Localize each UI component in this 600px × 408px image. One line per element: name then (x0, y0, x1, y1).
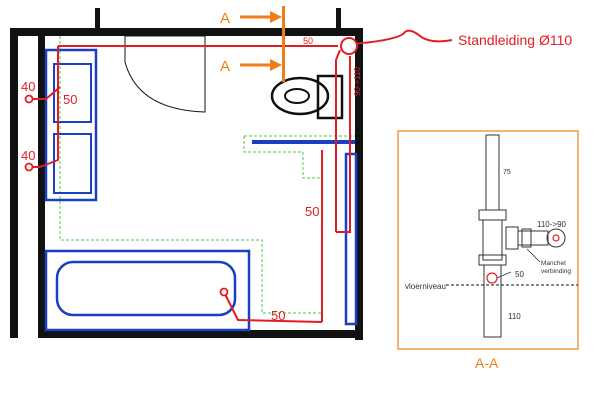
section-label-top: 75 (503, 169, 511, 176)
toilet-seat-opening (284, 88, 310, 104)
pipe-label-top: 50 (303, 36, 313, 46)
pipe-label-shower: 50 (305, 204, 319, 219)
drain-basin-upper (29, 86, 61, 100)
section-arrow-bottom-head (270, 59, 282, 71)
riser-circle (340, 37, 358, 55)
basin-lower (53, 133, 92, 194)
pipe-label-basin-upper: 50 (63, 92, 77, 107)
left-outer-wall (10, 28, 18, 338)
door-swing (124, 35, 206, 113)
branch-pipe (517, 230, 549, 246)
section-cut-marker (240, 6, 285, 82)
stack-middle (482, 219, 503, 261)
drain-vanity (39, 46, 59, 168)
branch-outlet-dot (552, 234, 560, 242)
branch-outlet-end (546, 228, 566, 248)
drain-point-upper (24, 94, 34, 104)
section-title: A-A (475, 355, 499, 371)
section-label-branch: 110->90 (537, 220, 567, 229)
toilet-cistern (316, 74, 344, 120)
drain-riser-down (336, 56, 351, 233)
section-marker-bottom: A (220, 58, 230, 75)
floor-contour (59, 36, 323, 314)
bathtub-basin (55, 260, 237, 317)
right-wall (355, 28, 363, 340)
drain-bath (223, 291, 323, 323)
drain-point-lower (24, 162, 34, 172)
pipe-label-basin-lower-drain: 40 (21, 148, 35, 163)
section-arrow-top-head (270, 11, 282, 23)
stack-lower (483, 264, 502, 338)
riser-label: Standleiding Ø110 (458, 32, 572, 48)
pipe-label-bath: 50 (271, 308, 285, 323)
wall-stub-right (336, 8, 341, 30)
section-drain-leader (496, 271, 512, 279)
bottom-wall (38, 330, 363, 338)
section-marker-top: A (220, 10, 230, 27)
drain-point-bath (219, 287, 229, 297)
section-cut-line (282, 6, 285, 82)
section-label-small-drain: 50 (515, 270, 524, 279)
vanity-cabinet (44, 48, 98, 202)
drain-lines (29, 29, 453, 323)
manchet-sleeve (521, 228, 532, 248)
bathtub (44, 249, 251, 332)
pipe-label-toilet: 90->110 (353, 66, 362, 96)
shower-screen (252, 140, 355, 144)
floor-contour-2 (243, 136, 323, 179)
left-inner-wall (38, 28, 45, 338)
toilet-bowl (270, 76, 330, 116)
section-label-floor: vloerniveau (405, 282, 446, 291)
wall-stub (95, 8, 100, 30)
section-frame (397, 130, 579, 350)
pipe-label-basin-upper-drain: 40 (21, 79, 35, 94)
section-label-bottom: 110 (508, 312, 521, 321)
riser-leader (351, 29, 453, 45)
top-wall (10, 28, 362, 36)
manchet-leader (526, 248, 541, 263)
drain-toilet-branch (335, 49, 341, 232)
